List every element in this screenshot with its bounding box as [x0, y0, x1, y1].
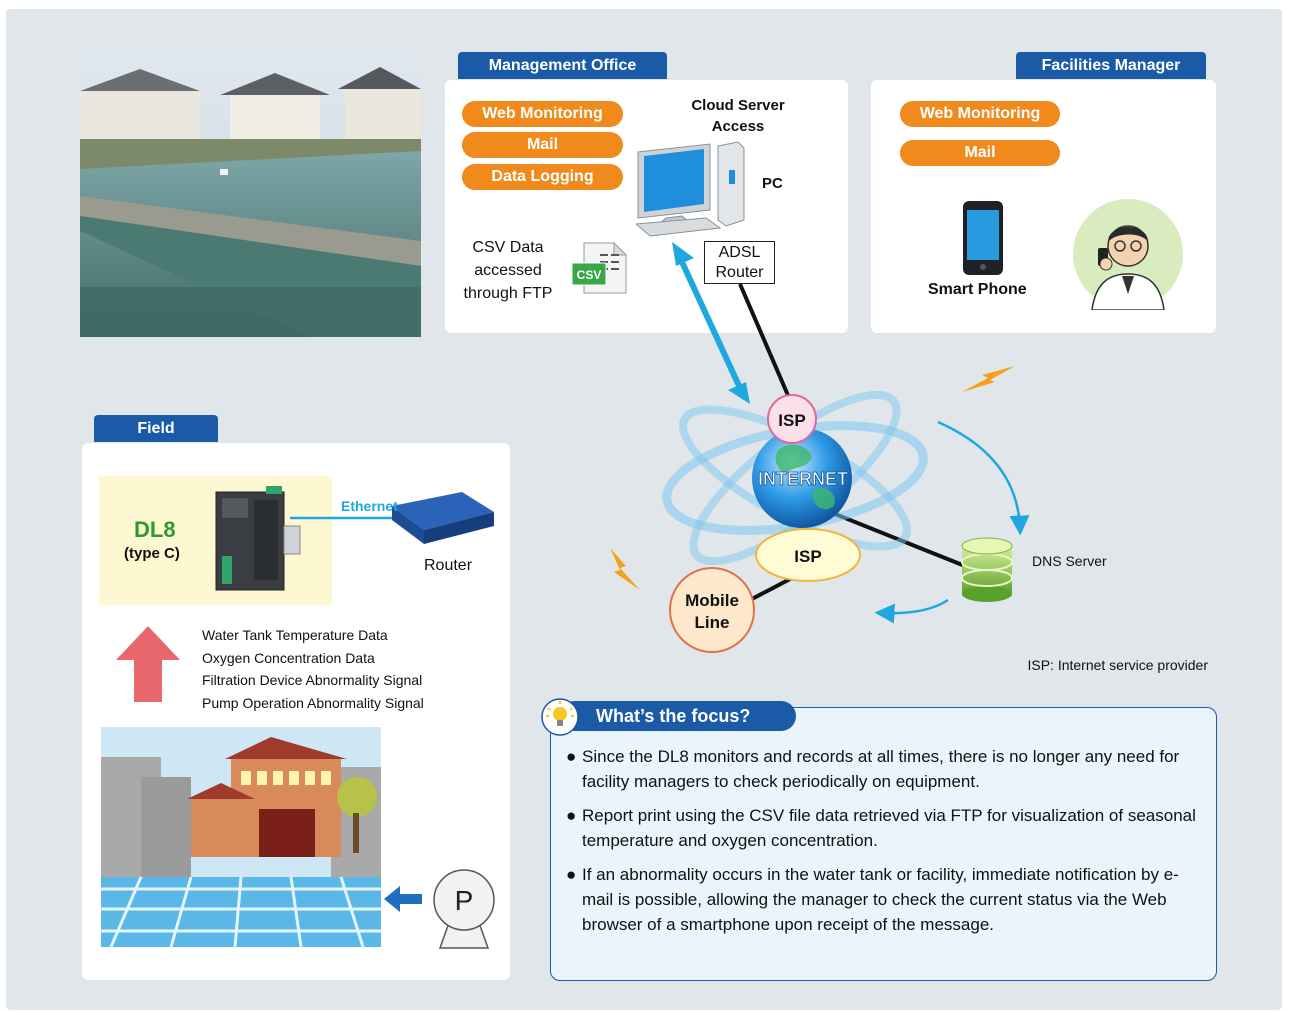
pc-icon	[636, 141, 745, 237]
adsl-router-box: ADSL Router	[704, 241, 775, 284]
pc-label: PC	[762, 175, 783, 192]
signal-item: Pump Operation Abnormality Signal	[202, 694, 424, 711]
pill-data-logging: Data Logging	[462, 164, 623, 190]
mobile-line-label-1: Mobile	[685, 591, 739, 610]
isp-top-node	[767, 394, 817, 444]
csv-icon-text: CSV	[577, 268, 602, 282]
pill-mail-manager: Mail	[900, 140, 1060, 166]
adsl-to-isp-line	[738, 283, 792, 401]
tab-field: Field	[94, 415, 218, 442]
manager-avatar	[1073, 199, 1183, 310]
tab-facilities-manager: Facilities Manager	[1016, 52, 1206, 79]
ethernet-link	[290, 492, 494, 544]
signal-item: Oxygen Concentration Data	[202, 649, 375, 666]
dns-server-icon	[961, 537, 1013, 602]
mobile-line-label-2: Line	[695, 613, 730, 632]
curved-arrow-to-dns	[937, 420, 1030, 536]
csv-data-label: CSV Data accessed through FTP	[463, 239, 553, 302]
facility-illustration	[101, 727, 381, 947]
internet-label: INTERNET	[758, 469, 848, 489]
tab-management-office: Management Office	[458, 52, 667, 79]
focus-bullet-3: ● If an abnormality occurs in the water …	[566, 865, 1179, 934]
signal-list: Water Tank Temperature Data Oxygen Conce…	[202, 624, 424, 714]
up-arrow-icon	[116, 626, 180, 702]
signal-item: Water Tank Temperature Data	[202, 627, 388, 643]
lightning-icon	[962, 366, 1015, 392]
smartphone-icon	[963, 201, 1003, 275]
curved-arrow-from-dns	[874, 598, 949, 624]
isp-to-mobile-line	[749, 576, 793, 602]
focus-bullet-1: ● Since the DL8 monitors and records at …	[566, 747, 1180, 791]
pill-web-monitoring-office: Web Monitoring	[462, 101, 623, 127]
pc-internet-double-arrow	[679, 260, 743, 390]
pill-web-monitoring-manager: Web Monitoring	[900, 101, 1060, 127]
arrow-to-facility-icon	[384, 886, 422, 912]
csv-file-icon: CSV	[571, 241, 628, 294]
cloud-server-label: Cloud Server Access	[691, 97, 785, 135]
pill-mail-office: Mail	[462, 132, 623, 158]
dl8-label: DL8	[134, 517, 176, 542]
arrowhead-down	[728, 382, 750, 404]
isp-bottom-node	[755, 528, 861, 582]
arrowhead-up	[672, 242, 694, 266]
pump-symbol: P	[455, 885, 474, 916]
dns-server-label: DNS Server	[1032, 553, 1107, 569]
lightbulb-icon	[541, 698, 579, 736]
dl8-device-icon	[215, 486, 301, 591]
smart-phone-label: Smart Phone	[928, 281, 1027, 298]
ethernet-label: Ethernet	[341, 498, 398, 514]
router-icon	[392, 492, 494, 530]
focus-bullet-2: ● Report print using the CSV file data r…	[566, 806, 1196, 850]
pump-icon: P	[433, 869, 495, 949]
isp-top-label: ISP	[778, 411, 805, 430]
isp-bottom-label: ISP	[794, 547, 821, 566]
focus-title: What’s the focus?	[560, 701, 796, 731]
signal-item: Filtration Device Abnormality Signal	[202, 672, 423, 688]
pond-photo	[80, 51, 421, 337]
router-label: Router	[424, 557, 473, 574]
mobile-line-node	[669, 567, 755, 653]
focus-box	[550, 707, 1217, 981]
dl8-type-label: (type C)	[124, 545, 180, 562]
isp-note: ISP: Internet service provider	[1027, 657, 1208, 673]
lightning-icon	[610, 548, 640, 590]
